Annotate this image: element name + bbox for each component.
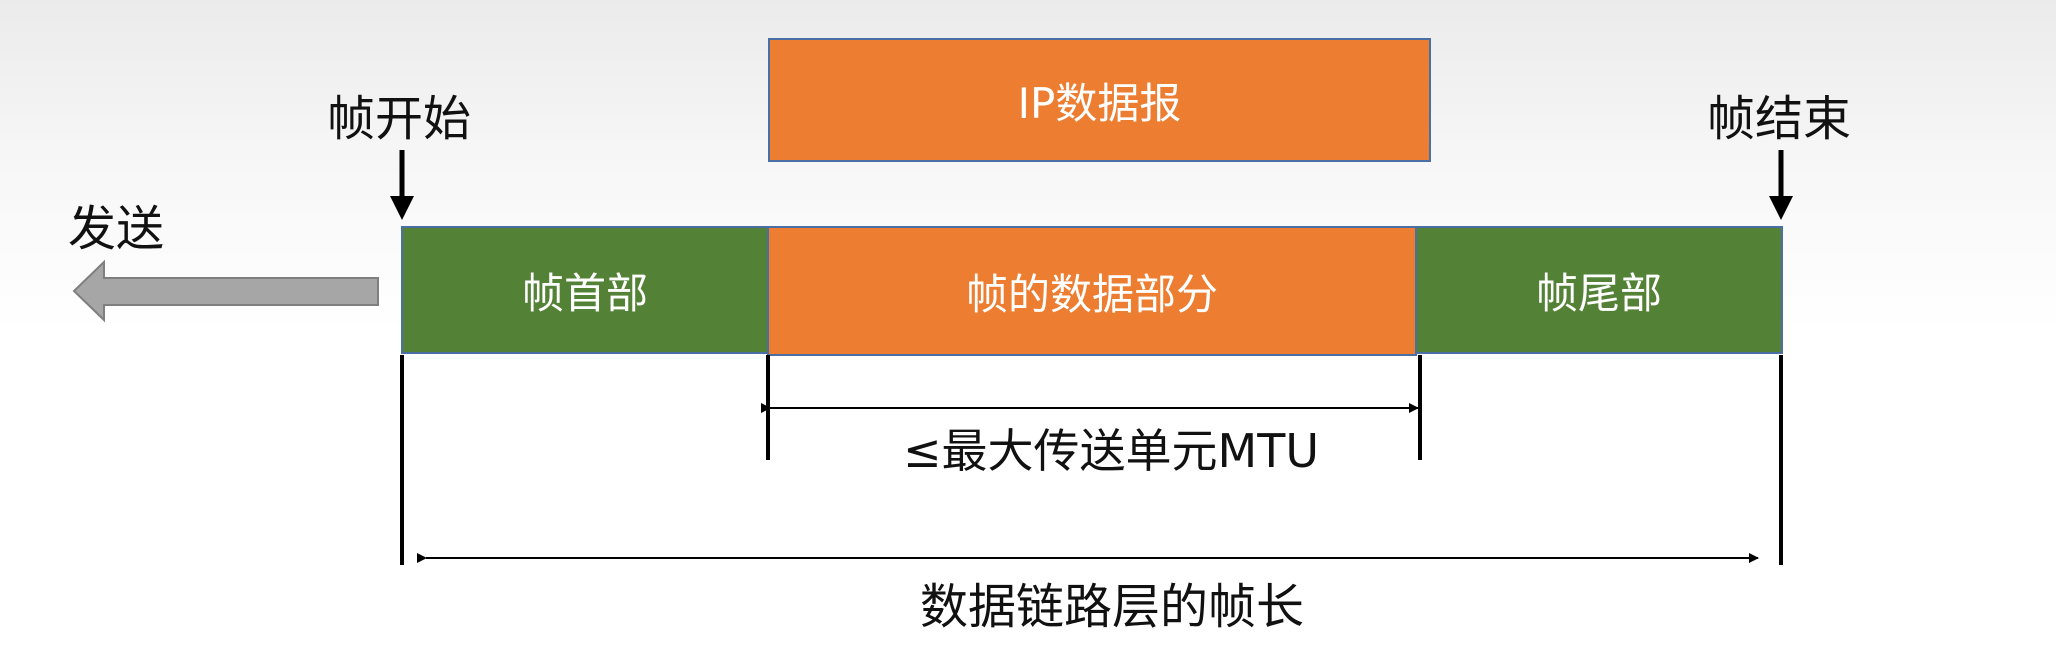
frame-length-label: 数据链路层的帧长 xyxy=(920,579,1305,635)
frame-end-arrow-icon xyxy=(1769,150,1793,220)
frame-trailer-box: 帧尾部 xyxy=(1415,226,1783,354)
ip-datagram-label: IP数据报 xyxy=(1017,78,1182,128)
frame-data-label: 帧的数据部分 xyxy=(965,269,1218,319)
frame-end-label: 帧结束 xyxy=(1707,91,1852,147)
frame-data-box: 帧的数据部分 xyxy=(767,226,1417,356)
send-label: 发送 xyxy=(68,201,165,257)
ip-datagram-box: IP数据报 xyxy=(768,38,1431,162)
frame-header-label: 帧首部 xyxy=(521,268,648,318)
mtu-label: ≤最大传送单元MTU xyxy=(903,424,1319,478)
frame-trailer-label: 帧尾部 xyxy=(1535,268,1662,318)
frame-header-box: 帧首部 xyxy=(401,226,769,354)
send-arrow-icon xyxy=(72,259,379,323)
frame-start-arrow-icon xyxy=(390,150,414,220)
frame-start-label: 帧开始 xyxy=(327,91,472,147)
